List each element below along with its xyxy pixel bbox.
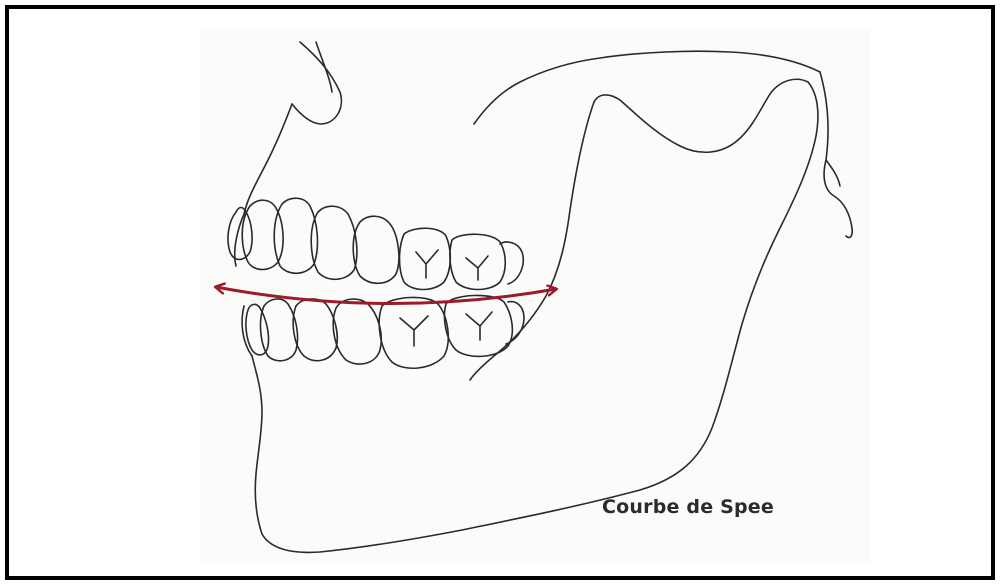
zygomatic-outline xyxy=(474,51,820,124)
mandible-outline xyxy=(252,82,818,552)
ramus-anterior xyxy=(470,102,594,380)
upper-teeth xyxy=(228,198,523,289)
maxilla-outline xyxy=(244,104,292,214)
sigmoid-notch xyxy=(594,79,808,152)
curve-of-spee-arrow xyxy=(216,287,556,304)
posterior-outline xyxy=(820,72,852,238)
ear-line xyxy=(826,160,840,186)
nose-outline xyxy=(292,42,341,124)
figure-caption: Courbe de Spee xyxy=(602,496,774,518)
lower-teeth xyxy=(246,295,524,368)
